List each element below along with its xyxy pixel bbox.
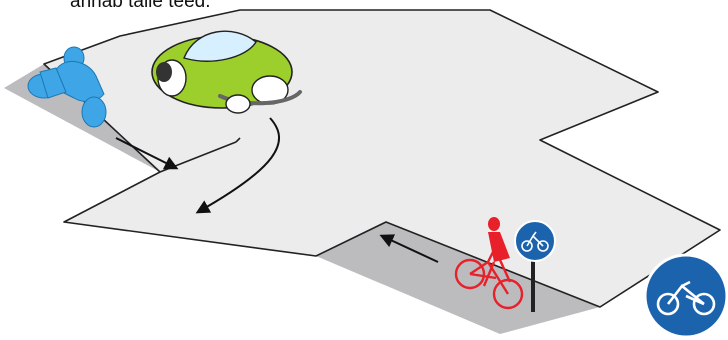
- bicycle-path-sign-large: [645, 255, 727, 337]
